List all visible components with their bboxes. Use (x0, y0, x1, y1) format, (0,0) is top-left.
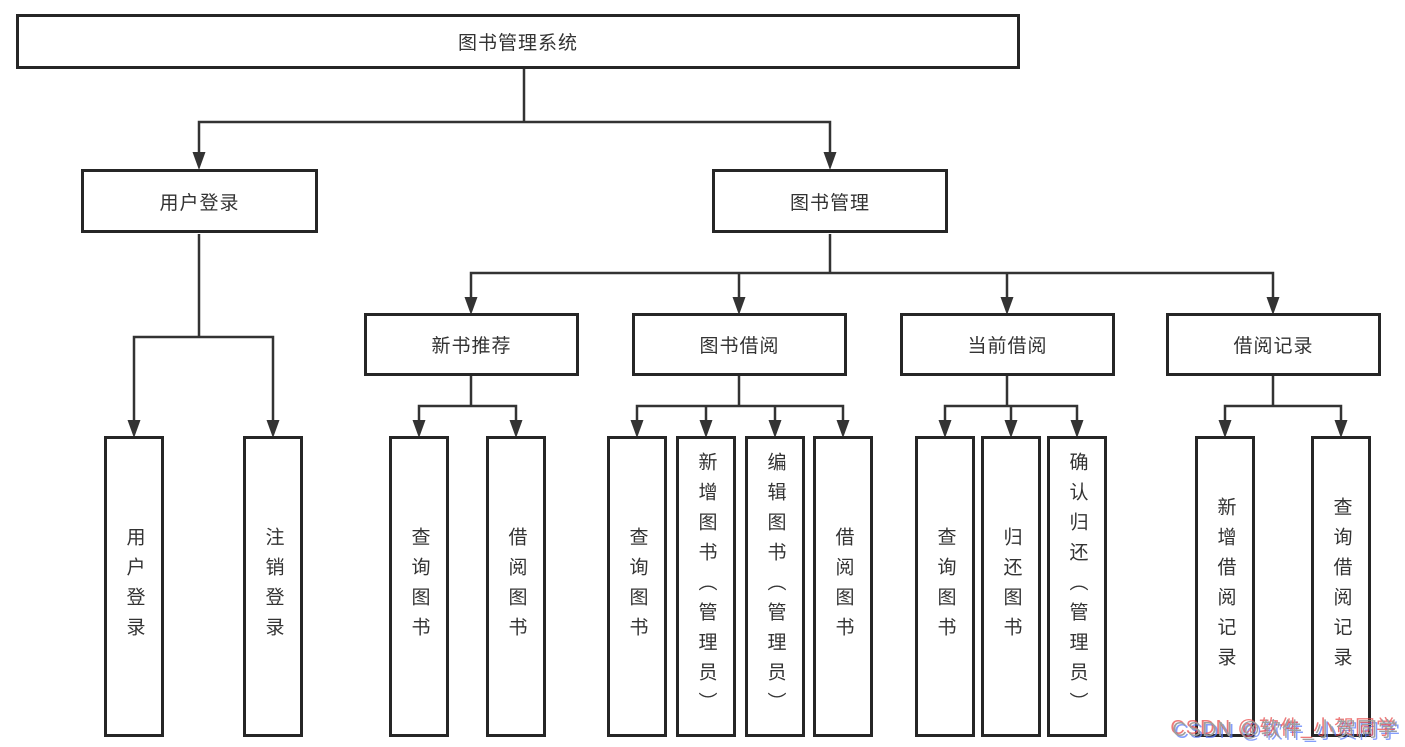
leaf-add-books-admin: 新增图书（管理员） (676, 436, 736, 737)
node-root-system-label: 图书管理系统 (457, 33, 578, 54)
leaf-return-books: 归还图书 (981, 436, 1041, 737)
node-current-borrowing: 当前借阅 (900, 313, 1115, 376)
leaf-edit-books-admin: 编辑图书（管理员） (745, 436, 805, 737)
leaf-add-borrow-record-label: 新增借阅记录 (1214, 496, 1236, 677)
node-book-borrowing-label: 图书借阅 (699, 336, 780, 357)
leaf-return-books-label: 归还图书 (1000, 526, 1022, 647)
leaf-query-borrow-record-label: 查询借阅记录 (1330, 496, 1352, 677)
leaf-edit-books-admin-label: 编辑图书（管理员） (764, 451, 786, 722)
leaf-query-books-current-label: 查询图书 (934, 526, 956, 647)
leaf-logout-label: 注销登录 (262, 526, 284, 647)
node-book-management-label: 图书管理 (789, 192, 870, 214)
node-borrowing-records-label: 借阅记录 (1233, 336, 1314, 357)
leaf-confirm-return-admin: 确认归还（管理员） (1047, 436, 1107, 737)
node-new-book-recommend: 新书推荐 (364, 313, 579, 376)
leaf-confirm-return-admin-label: 确认归还（管理员） (1066, 451, 1088, 722)
leaf-query-books-recommend: 查询图书 (389, 436, 449, 737)
leaf-query-borrow-record: 查询借阅记录 (1311, 436, 1371, 737)
leaf-add-books-admin-label: 新增图书（管理员） (695, 451, 717, 722)
leaf-borrow-books-recommend-label: 借阅图书 (505, 526, 527, 647)
csdn-watermark: CSDN @软件_小贺同学 (1172, 719, 1399, 741)
leaf-borrow-books-recommend: 借阅图书 (486, 436, 546, 737)
node-new-book-recommend-label: 新书推荐 (431, 336, 512, 357)
leaf-borrow-books: 借阅图书 (813, 436, 873, 737)
node-current-borrowing-label: 当前借阅 (967, 336, 1048, 357)
leaf-borrow-books-label: 借阅图书 (832, 526, 854, 647)
leaf-query-books-recommend-label: 查询图书 (408, 526, 430, 647)
node-book-borrowing: 图书借阅 (632, 313, 847, 376)
leaf-user-login: 用户登录 (104, 436, 164, 737)
node-user-login-label: 用户登录 (159, 192, 240, 214)
node-book-management: 图书管理 (712, 169, 948, 233)
node-root-system: 图书管理系统 (16, 14, 1020, 69)
leaf-query-books-borrow: 查询图书 (607, 436, 667, 737)
node-user-login: 用户登录 (81, 169, 318, 233)
leaf-query-books-current: 查询图书 (915, 436, 975, 737)
leaf-add-borrow-record: 新增借阅记录 (1195, 436, 1255, 737)
arrowheads (127, 152, 1348, 438)
node-borrowing-records: 借阅记录 (1166, 313, 1381, 376)
leaf-user-login-label: 用户登录 (123, 526, 145, 647)
leaf-query-books-borrow-label: 查询图书 (626, 526, 648, 647)
leaf-logout: 注销登录 (243, 436, 303, 737)
